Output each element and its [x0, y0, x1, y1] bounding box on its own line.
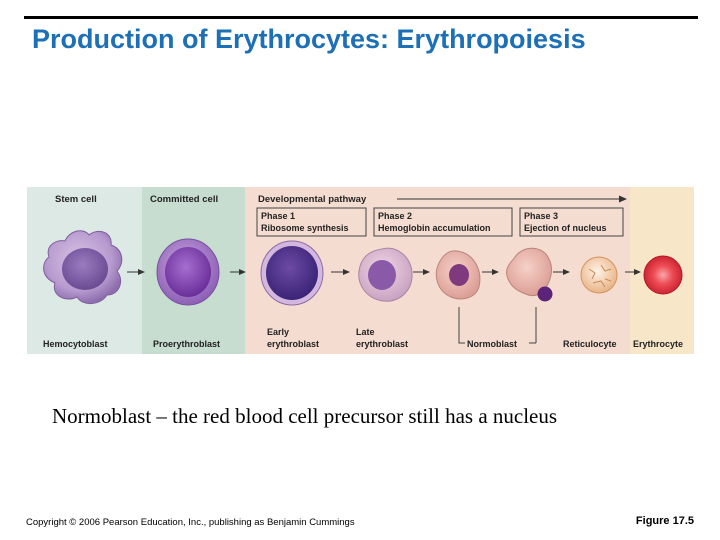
phase-3-label: Ejection of nucleus	[524, 223, 607, 233]
late-erythroblast-label-line1: Late	[356, 327, 375, 337]
erythrocyte-cell	[643, 255, 683, 295]
phase-2-label: Hemoglobin accumulation	[378, 223, 491, 233]
proerythroblast-cell	[156, 238, 220, 306]
pathway-arrowhead	[619, 195, 627, 203]
figure-number: Figure 17.5	[635, 515, 694, 527]
committed-cell-header: Committed cell	[150, 194, 218, 205]
proerythroblast-label: Proerythroblast	[153, 339, 220, 349]
copyright-notice: Copyright © 2006 Pearson Education, Inc.…	[26, 517, 355, 528]
normoblast-label: Normoblast	[467, 339, 517, 349]
reticulocyte-cell	[580, 256, 618, 294]
phase-2-box	[373, 207, 513, 237]
nucleus-ejection-cell	[506, 247, 553, 302]
late-erythroblast-label-line2: erythroblast	[356, 339, 408, 349]
cell-arrows	[127, 269, 641, 275]
pathway-header: Developmental pathway	[258, 194, 367, 205]
phase-3-box	[519, 207, 624, 237]
stem-cell-header: Stem cell	[55, 194, 97, 205]
slide-caption: Normoblast – the red blood cell precurso…	[52, 404, 558, 428]
early-erythroblast-label-line1: Early	[267, 327, 289, 337]
hemocytoblast-cell	[43, 230, 123, 304]
phase-1-label: Ribosome synthesis	[261, 223, 349, 233]
phase-1-box	[256, 207, 367, 237]
slide-title: Production of Erythrocytes: Erythropoies…	[32, 24, 586, 54]
title-rule	[24, 16, 698, 19]
erythropoiesis-diagram: Stem cell Committed cell Developmental p…	[27, 187, 694, 354]
normoblast-cell	[435, 250, 481, 300]
phase-3-title: Phase 3	[524, 211, 558, 221]
label-pointer-lines	[458, 307, 537, 344]
erythrocyte-label: Erythrocyte	[633, 339, 683, 349]
early-erythroblast-cell	[260, 240, 324, 306]
early-erythroblast-label-line2: erythroblast	[267, 339, 319, 349]
reticulocyte-label: Reticulocyte	[563, 339, 617, 349]
late-erythroblast-cell	[358, 247, 413, 302]
phase-1-title: Phase 1	[261, 211, 295, 221]
phase-2-title: Phase 2	[378, 211, 412, 221]
hemocytoblast-label: Hemocytoblast	[43, 339, 108, 349]
